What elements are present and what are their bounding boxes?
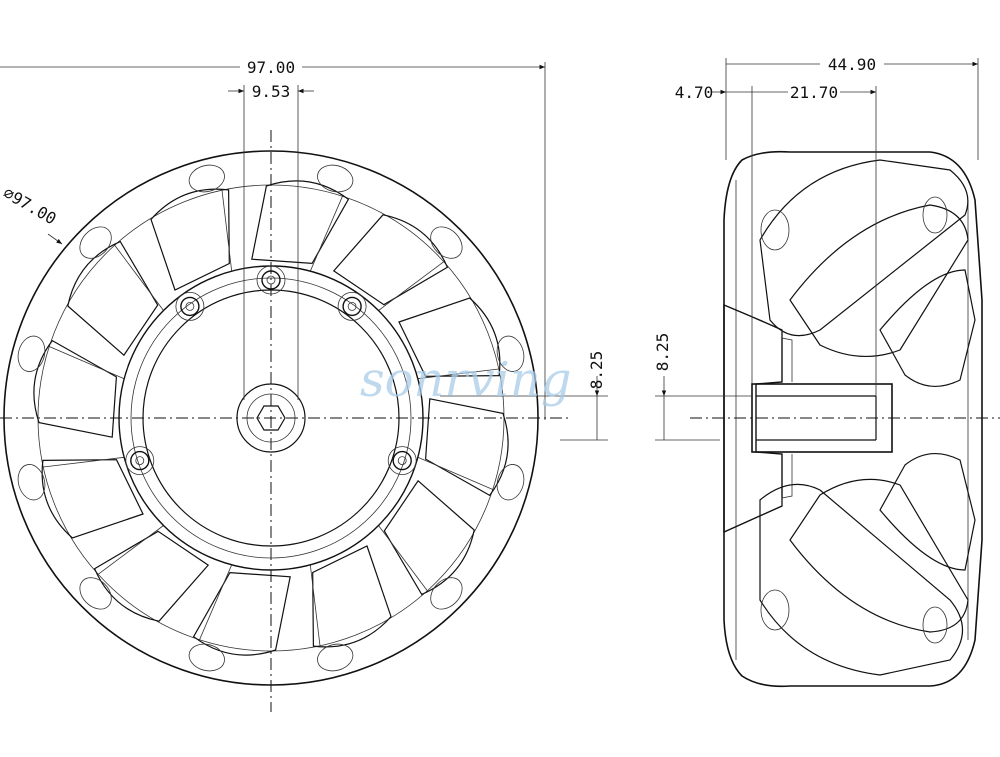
roller-end-cap	[317, 164, 354, 193]
hub-plate-circle	[142, 289, 400, 547]
roller-end-cap	[188, 164, 225, 193]
bolt-hole	[180, 296, 200, 317]
bolt-hole	[347, 301, 357, 311]
bolt-hole	[130, 450, 150, 471]
bolt-hole	[397, 456, 407, 466]
side-view: 44.90 4.70 21.70 8.25	[653, 55, 1000, 688]
side-roller-cap-4	[922, 196, 948, 234]
roller-frame-line	[114, 244, 164, 311]
bolt-hole	[256, 265, 286, 295]
roller-end-cap	[430, 577, 463, 610]
roller-segment	[93, 530, 210, 622]
side-roller-5	[789, 478, 969, 633]
bolt-hole	[175, 291, 205, 321]
roller-segment	[424, 398, 509, 497]
roller-segment	[251, 180, 350, 265]
dim-diameter-callout: ⌀97.00	[0, 183, 60, 228]
center-boss-inner	[246, 393, 296, 443]
hub-flange-bottom	[781, 454, 793, 506]
side-roller-2	[789, 204, 969, 357]
roller-end-cap	[79, 226, 112, 259]
hub-flange-top	[781, 330, 793, 382]
roller-frame-line	[49, 346, 125, 380]
roller-frame-line	[378, 525, 428, 592]
roller-frame-line	[417, 368, 499, 380]
roller-segments	[17, 164, 525, 672]
roller-end-cap	[496, 464, 525, 501]
bolt-hole	[261, 270, 281, 290]
roller-frame-line	[97, 525, 164, 575]
roller-frame-line	[309, 196, 343, 272]
roller-segment	[383, 479, 475, 596]
dim-overall-diameter-width: 97.00	[247, 58, 295, 77]
roller-end-cap	[496, 335, 525, 372]
roller-frame-line	[199, 564, 233, 640]
roller-segment	[41, 459, 144, 539]
hub-cross-section	[723, 303, 893, 534]
roller-end-cap	[17, 464, 46, 501]
roller-frame-line	[309, 564, 321, 646]
hex-bore	[256, 405, 286, 431]
bolt-hole	[125, 446, 155, 476]
bolt-hole	[266, 275, 276, 285]
roller-end-cap	[188, 643, 225, 672]
bolt-hole	[392, 450, 412, 471]
side-roller-cap-2	[760, 589, 790, 631]
dim-side-offset-small: 4.70	[675, 83, 714, 102]
side-roller-shapes	[759, 159, 976, 676]
roller-frame-line	[43, 456, 125, 468]
side-roller-6	[879, 453, 976, 571]
roller-segment	[192, 571, 291, 656]
bolt-hole	[342, 296, 362, 317]
side-roller-1	[759, 159, 969, 337]
side-roller-4	[759, 483, 963, 676]
roller-end-cap	[79, 577, 112, 610]
roller-frame-line	[221, 190, 233, 272]
roller-segment	[150, 188, 230, 291]
dim-overall-width: 44.90	[828, 55, 876, 74]
roller-frame-line	[378, 261, 445, 311]
hub-bolt-holes	[125, 265, 417, 476]
bolt-hole	[185, 301, 195, 311]
watermark-text: sonrving	[360, 352, 572, 408]
bolt-hole	[135, 456, 145, 466]
roller-segment	[398, 297, 501, 377]
side-roller-cap-1	[760, 209, 790, 251]
dim-side-offset-large: 21.70	[790, 83, 838, 102]
roller-end-cap	[17, 335, 46, 372]
hub-ring-circle	[130, 277, 412, 559]
roller-segment	[332, 214, 449, 306]
dim-center-height-front: 8.25	[587, 351, 606, 390]
center-boss-outer	[236, 383, 306, 453]
roller-segment	[33, 339, 118, 438]
dim-hub-offset: 9.53	[252, 82, 291, 101]
roller-end-cap	[317, 643, 354, 672]
side-roller-3	[879, 269, 976, 387]
dim-center-height-side: 8.25	[653, 333, 672, 372]
roller-end-cap	[430, 226, 463, 259]
wheel-outer-circle	[3, 150, 539, 686]
bolt-hole	[337, 291, 367, 321]
bolt-hole	[387, 446, 417, 476]
hub-bore-section	[751, 383, 893, 453]
roller-segment	[67, 240, 159, 357]
roller-frame-line	[417, 456, 493, 490]
roller-segment	[312, 545, 392, 648]
dim-diameter-leader	[47, 233, 63, 245]
side-roller-cap-3	[922, 606, 948, 644]
